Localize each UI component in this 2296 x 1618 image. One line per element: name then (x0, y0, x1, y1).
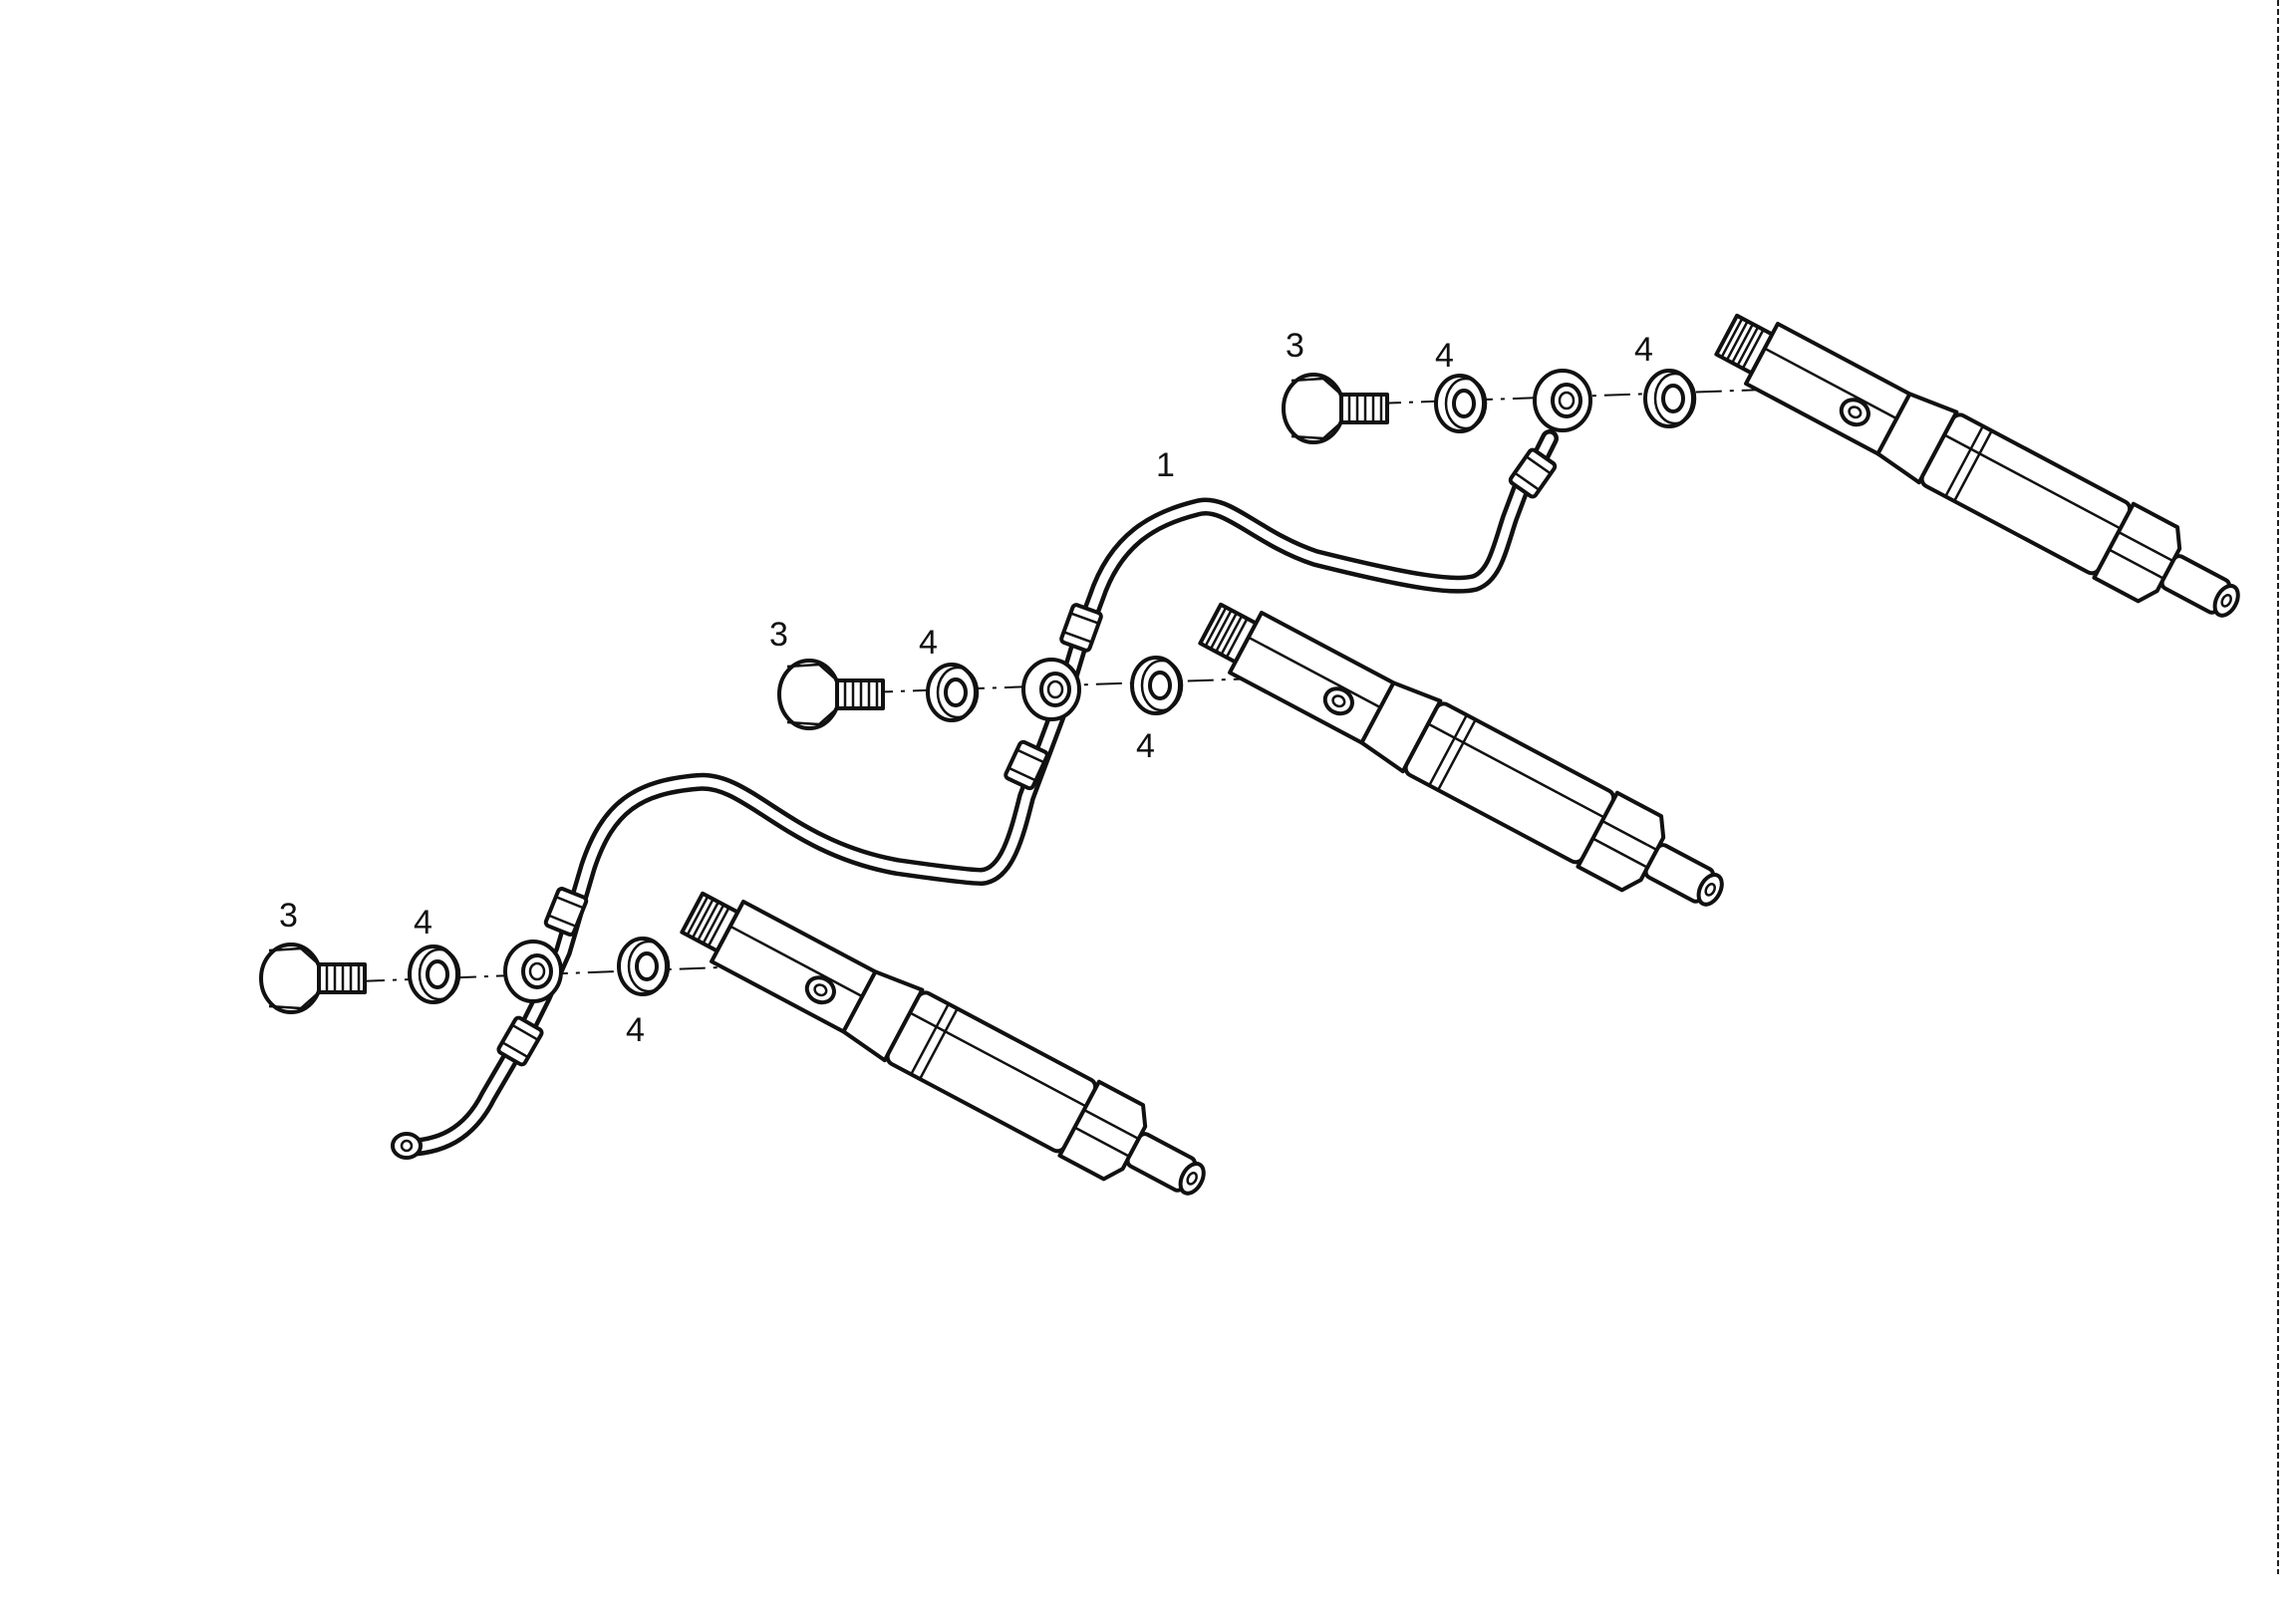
sealing-washer (408, 944, 461, 1004)
fuel-injector (1707, 298, 2255, 643)
callout-banjo-bolt: 3 (1286, 327, 1304, 365)
callout-banjo-bolt: 3 (769, 616, 788, 654)
callout-sealing-washer: 4 (414, 904, 432, 942)
callout-sealing-washer: 4 (1634, 331, 1653, 369)
pipe-ferrule (542, 885, 590, 939)
fuel-injector (673, 876, 1221, 1220)
callout-sealing-washer: 4 (1136, 727, 1155, 765)
pipe-ferrule (1058, 602, 1104, 654)
banjo-eye (1021, 658, 1081, 721)
callout-sealing-washer: 4 (626, 1011, 645, 1049)
fuel-leak-off-pipe (391, 429, 1559, 1160)
callout-sealing-washer: 4 (1435, 337, 1454, 375)
pipe-open-end (391, 1132, 423, 1160)
banjo-eye (503, 940, 563, 1003)
callout-fuel-pipe: 1 (1156, 446, 1175, 484)
sealing-washer (1643, 369, 1697, 428)
assembly-axis-line (358, 963, 798, 982)
banjo-bolt (777, 659, 885, 730)
callout-banjo-bolt: 3 (279, 897, 298, 935)
banjo-eye (1533, 369, 1592, 432)
sealing-washer (1434, 374, 1488, 433)
callout-sealing-washer: 4 (919, 624, 938, 662)
banjo-bolt (259, 943, 367, 1014)
sealing-washer (617, 937, 671, 996)
fuel-injector (1191, 587, 1739, 932)
banjo-bolt (1282, 373, 1389, 444)
sealing-washer (1130, 656, 1184, 715)
sealing-washer (926, 663, 980, 722)
injector-assembly-1 (259, 876, 1221, 1220)
